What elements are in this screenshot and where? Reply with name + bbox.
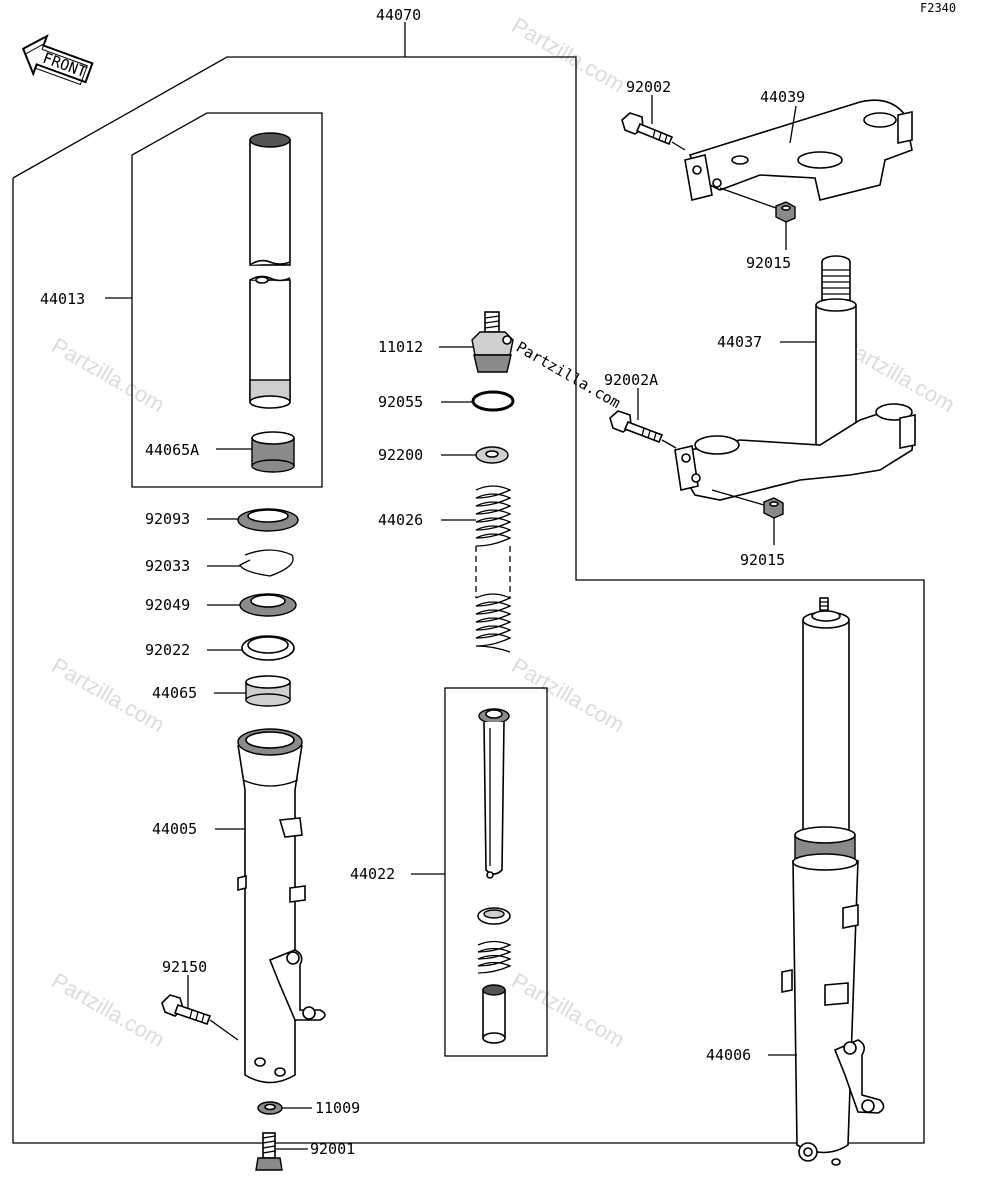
diagram-code: F2340 xyxy=(920,1,956,15)
watermark-text: Partzilla.com xyxy=(508,13,630,98)
callout-92002A: 92002A xyxy=(604,371,658,389)
front-arrow-icon: FRONT xyxy=(21,34,94,86)
oil-seal-92049-part xyxy=(239,593,297,617)
watermark-text: Partzilla.com xyxy=(508,968,630,1053)
callout-44039: 44039 xyxy=(760,88,805,106)
watermark-text: Partzilla.com xyxy=(508,653,630,738)
callout-44070: 44070 xyxy=(376,6,421,24)
watermark-text: Partzilla.com xyxy=(48,968,170,1053)
bushing-44065A-part xyxy=(251,431,295,473)
callout-92002: 92002 xyxy=(626,78,671,96)
callout-44005: 44005 xyxy=(152,820,197,838)
callout-11012: 11012 xyxy=(378,338,423,356)
assembly-44070-outline xyxy=(12,56,925,1144)
callout-leader xyxy=(187,975,239,1041)
callout-44022: 44022 xyxy=(350,865,395,883)
spring-44026-part xyxy=(475,485,512,653)
cap-bolt-11012-part xyxy=(471,311,514,373)
snap-ring-92033-part xyxy=(239,549,294,577)
o-ring-92055-part xyxy=(471,390,515,412)
nut-92015-lower-part xyxy=(763,497,784,519)
callout-44065A: 44065A xyxy=(145,441,199,459)
washer-92022-part xyxy=(241,635,295,661)
inner-tube-part xyxy=(249,132,291,409)
callout-92055: 92055 xyxy=(378,393,423,411)
callout-leader xyxy=(719,187,787,250)
callout-92049: 92049 xyxy=(145,596,190,614)
callout-11009: 11009 xyxy=(315,1099,360,1117)
washer-11009-part xyxy=(257,1101,283,1115)
callout-44006: 44006 xyxy=(706,1046,751,1064)
bushing-44065-part xyxy=(245,675,291,707)
fork-assembly-right-part xyxy=(781,597,885,1166)
callout-92033: 92033 xyxy=(145,557,190,575)
subassembly-44013-box xyxy=(131,112,323,488)
washer-92200-part xyxy=(475,446,509,464)
callout-leader xyxy=(637,388,677,449)
damper-rod-44022-part xyxy=(477,708,512,1044)
callout-92001: 92001 xyxy=(310,1140,355,1158)
callout-44026: 44026 xyxy=(378,511,423,529)
callout-92093: 92093 xyxy=(145,510,190,528)
callout-92022: 92022 xyxy=(145,641,190,659)
callout-leader xyxy=(711,489,775,545)
bolt-92002-part xyxy=(621,112,674,146)
callout-92150: 92150 xyxy=(162,958,207,976)
callout-92200: 92200 xyxy=(378,446,423,464)
watermark-text: Partzilla.com xyxy=(48,333,170,418)
callout-92015b: 92015 xyxy=(740,551,785,569)
callout-44013: 44013 xyxy=(40,290,85,308)
watermark-text: Partzilla.com xyxy=(48,653,170,738)
upper-bracket-44039-part xyxy=(684,99,913,201)
bolt-92001-part xyxy=(255,1132,283,1171)
lower-bracket-44037-part xyxy=(674,255,916,501)
bolt-92150-part xyxy=(161,994,212,1026)
callout-44037: 44037 xyxy=(717,333,762,351)
callout-leader xyxy=(651,95,686,151)
callout-92015a: 92015 xyxy=(746,254,791,272)
outer-tube-left-part xyxy=(237,728,326,1084)
subassembly-44022-box xyxy=(444,687,548,1057)
nut-92015-upper-part xyxy=(775,201,796,223)
oil-seal-92093-part xyxy=(237,508,299,532)
callout-44065: 44065 xyxy=(152,684,197,702)
bolt-92002A-part xyxy=(609,410,664,444)
callout-leader xyxy=(789,105,797,144)
